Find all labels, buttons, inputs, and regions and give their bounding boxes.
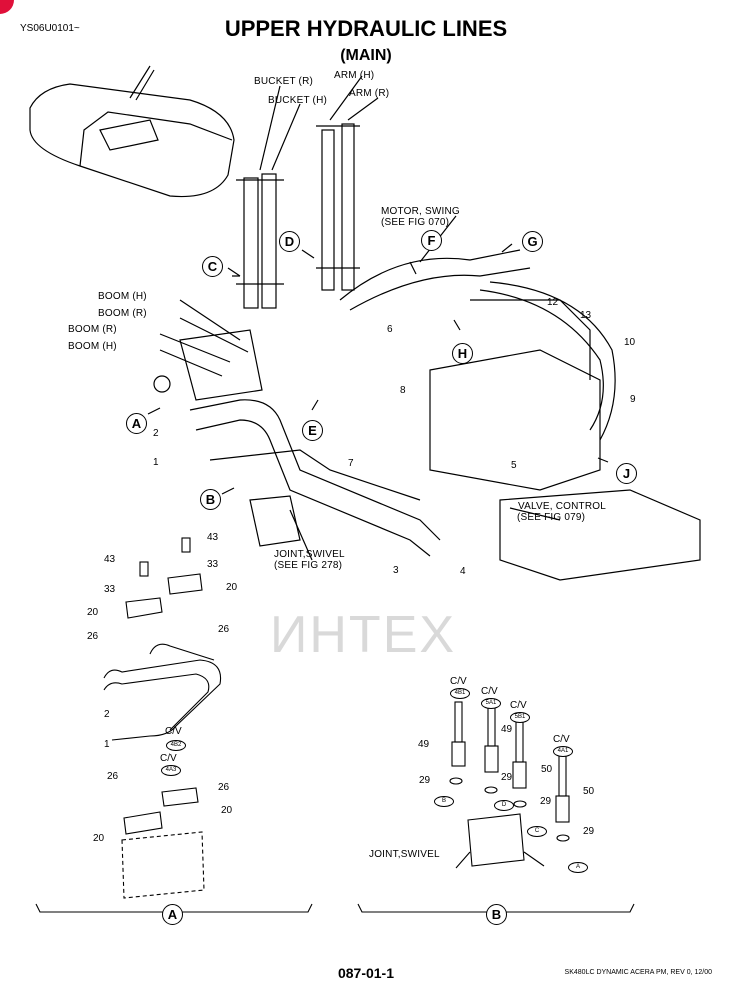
part-number: 3 [393,565,399,576]
detail-b-marker: B [486,904,507,925]
view-letter-f: F [421,230,442,251]
detail-b-port: 4B1 [450,688,470,699]
view-letter-c: C [202,256,223,277]
detail-a-part-number: 20 [87,607,99,618]
label-boom-h-2: BOOM (H) [68,341,117,352]
detail-b-part-number: 49 [418,739,430,750]
detail-b-cv-label: C/V [510,700,527,711]
detail-a-cv-label: C/V [165,726,182,737]
part-number: 6 [387,324,393,335]
detail-b-part-number: 49 [501,724,513,735]
view-letter-e: E [302,420,323,441]
part-number: 2 [153,428,159,439]
watermark: ИНТЕХ [270,606,457,664]
detail-a-part-number: 2 [104,709,110,720]
label-arm-h: ARM (H) [334,70,375,81]
detail-b-cv-label: C/V [553,734,570,745]
detail-a-part-number: 26 [107,771,119,782]
revision-note: SK480LC DYNAMIC ACERA PM, REV 0, 12/00 [564,969,712,976]
view-letter-j: J [616,463,637,484]
part-number: 8 [400,385,406,396]
detail-b-port: 5A1 [481,698,501,709]
part-number: 7 [348,458,354,469]
detail-b-part-number: 50 [583,786,595,797]
part-number: 5 [511,460,517,471]
label-motor-swing: MOTOR, SWING [381,206,460,217]
excavator-thumbnail [29,83,235,198]
label-boom-r-1: BOOM (R) [98,308,147,319]
detail-a-part-number: 43 [207,532,219,543]
detail-a-part-number: 20 [226,582,238,593]
part-number: 12 [547,297,559,308]
detail-b-part-number: 50 [541,764,553,775]
detail-b-part-number: 29 [583,826,595,837]
label-valve-control: VALVE, CONTROL [518,501,607,512]
view-letter-d: D [279,231,300,252]
detail-a-part-number: 20 [221,805,233,816]
detail-b-port: 4A1 [553,746,573,757]
detail-b-part-number: 29 [501,772,513,783]
detail-a-part-number: 33 [104,584,116,595]
detail-a-part-number: 26 [218,624,230,635]
label-see-fig-278: (SEE FIG 278) [274,560,343,571]
view-letter-h: H [452,343,473,364]
view-letter-a: A [126,413,147,434]
detail-a-part-number: 33 [207,559,219,570]
label-see-fig-070: (SEE FIG 070) [381,217,450,228]
detail-a-port: 4A3 [161,765,181,776]
detail-a-part-number: 26 [218,782,230,793]
detail-a-part-number: 26 [87,631,99,642]
label-boom-h-1: BOOM (H) [98,291,147,302]
part-number: 9 [630,394,636,405]
detail-b-cv-label: C/V [481,686,498,697]
label-boom-r-2: BOOM (R) [68,324,117,335]
detail-a-part-number: 43 [104,554,116,565]
detail-a-cv-label: C/V [160,753,177,764]
part-number: 4 [460,566,466,577]
page-title: UPPER HYDRAULIC LINES [224,16,508,41]
label-bucket-r: BUCKET (R) [254,76,314,87]
label-see-fig-079: (SEE FIG 079) [517,512,586,523]
detail-a-part-number: 1 [104,739,110,750]
part-number: 13 [580,310,592,321]
label-bucket-h: BUCKET (H) [268,95,328,106]
detail-a-part-number: 20 [93,833,105,844]
detail-b-cv-label: C/V [450,676,467,687]
swivel-port-b: B [434,796,454,807]
label-joint-swivel-lower: JOINT,SWIVEL [369,849,440,860]
view-letter-g: G [522,231,543,252]
page-subtitle: (MAIN) [340,47,392,64]
detail-a-port: 4B2 [166,740,186,751]
swivel-port-d: D [494,800,514,811]
detail-b-part-number: 29 [419,775,431,786]
view-letter-b: B [200,489,221,510]
swivel-port-a: A [568,862,588,873]
detail-b-part-number: 29 [540,796,552,807]
detail-b-port: 5B1 [510,712,530,723]
part-number: 1 [153,457,159,468]
label-joint-swivel-upper: JOINT,SWIVEL [274,549,345,560]
swivel-port-c: C [527,826,547,837]
part-number: 10 [624,337,636,348]
page-number: 087-01-1 [337,965,395,981]
label-arm-r: ARM (R) [349,88,390,99]
detail-a-marker: A [162,904,183,925]
drawing-code: YS06U0101~ [20,23,80,34]
detail-a-drawing [35,537,313,913]
